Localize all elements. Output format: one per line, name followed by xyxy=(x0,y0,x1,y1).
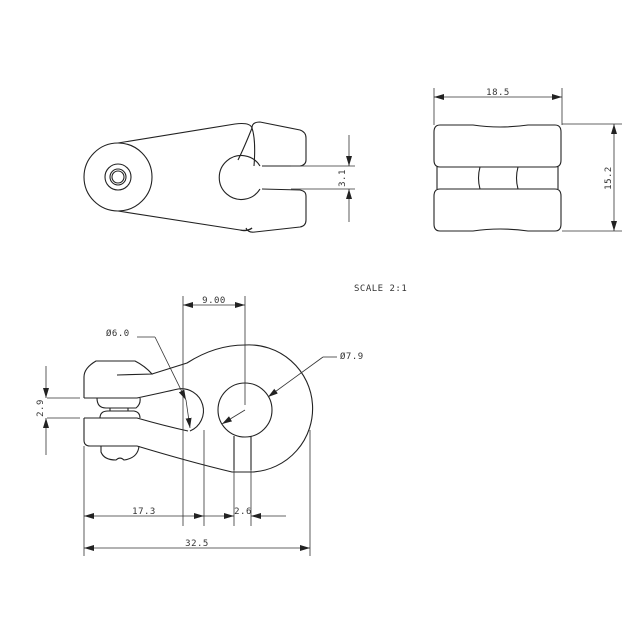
small-hole xyxy=(177,388,204,432)
arm-body-outline xyxy=(117,122,253,231)
upper-finger xyxy=(251,121,307,167)
pin-head-top xyxy=(96,397,141,409)
front-view: 9.00 Ø6.0 Ø7.9 2.9 17.3 2.6 3 xyxy=(36,296,364,556)
dim-slot-width: 3.1 xyxy=(338,169,348,187)
dim-to-small-hole: 17.3 xyxy=(132,507,156,517)
dim-small-hole-diameter: Ø6.0 xyxy=(106,328,130,339)
pin-head-bottom xyxy=(99,410,141,419)
lower-block xyxy=(433,188,562,232)
eye-hole xyxy=(111,170,125,184)
dim-width: 18.5 xyxy=(486,88,510,98)
upper-block xyxy=(433,124,562,168)
lower-jaw xyxy=(84,417,189,432)
eye-inner-ring xyxy=(109,168,127,186)
upper-jaw xyxy=(83,360,154,398)
scale-label: SCALE 2:1 xyxy=(354,284,407,294)
dim-large-hole-diameter: Ø7.9 xyxy=(340,351,364,362)
screw-head xyxy=(100,445,140,461)
dim-height: 15.2 xyxy=(604,166,614,190)
top-view: 3.1 xyxy=(83,121,355,233)
dim-slot-width-front: 2.6 xyxy=(234,507,252,517)
large-eye-outer xyxy=(244,344,314,473)
dim-gap-height: 2.9 xyxy=(36,399,46,417)
dim-hole-spacing: 9.00 xyxy=(202,296,226,306)
eye-outer-circle xyxy=(83,142,153,212)
ball-socket xyxy=(218,154,261,201)
side-view: 18.5 15.2 xyxy=(433,88,622,232)
eye-bore-circle xyxy=(104,163,132,191)
dim-overall-length: 32.5 xyxy=(185,539,209,549)
lower-finger xyxy=(245,188,307,233)
